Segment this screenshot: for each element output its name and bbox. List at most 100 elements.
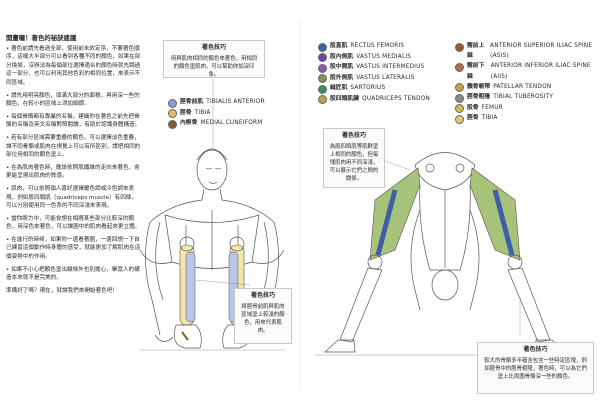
left-tibialis-anterior — [185, 251, 196, 323]
legend-en: VASTUS MEDIALIS — [356, 53, 412, 60]
intro-heading: 開畫囉！著色的祕訣建議 — [6, 34, 77, 42]
tip-title: 著色技巧 — [201, 44, 226, 51]
intro-paragraph: • 當你眼力中，可能會想在相應某些部分比較深的顏色，用深色來著色，可以讓圖中的肌… — [6, 215, 141, 231]
intro-paragraph: • 請先用明亮顏色，填滿大部分的面積，再用深一些的顏色，在較小的區域上添加細節。 — [6, 92, 140, 108]
color-swatch — [318, 53, 327, 62]
tip-body: 將脛骨前肌與肌肉區域塗上較淺的顏色，用來代表肌肉。 — [241, 304, 285, 334]
squat-figure-illustration — [139, 75, 285, 351]
intro-paragraph: • 每個骨骼都有專屬的名稱，建議你在著色之前先把骨骼的名稱及英文名稱對照閱讀，有… — [6, 113, 141, 129]
tip-title: 著色技巧 — [250, 292, 275, 299]
legend-zh: 髂前上棘 — [467, 43, 485, 60]
legend-zh: 股骨 — [467, 104, 479, 111]
color-swatch — [455, 42, 464, 52]
legend-zh: 股四頭肌腱 — [330, 95, 359, 102]
color-swatch — [318, 74, 327, 83]
legend-zh: 股內側肌 — [330, 53, 354, 60]
legend-en: TIBIA — [194, 109, 211, 116]
color-swatch — [455, 62, 464, 72]
legend-en: VASTUS LATERALIS — [356, 74, 415, 81]
intro-paragraph: • 在為肌肉著色時，應該依照肌纖維的走向來著色，會更能呈現出肌肉的質感。 — [6, 164, 140, 180]
legend-left: 脛骨前肌 TIBIALIS ANTERIOR 脛骨 TIBIA 內楔骨 MEDI… — [168, 97, 265, 129]
legend-zh: 脛骨前肌 — [180, 99, 204, 105]
color-swatch — [318, 84, 327, 94]
forward-fold-figure-illustration — [315, 152, 580, 356]
legend-item: 脛骨 TIBIA — [168, 108, 265, 118]
legend-zh: 內楔骨 — [180, 120, 198, 126]
legend-en: SARTORIUS — [350, 85, 386, 91]
legend-en: QUADRICEPS TENDON — [362, 95, 431, 102]
color-swatch — [318, 42, 327, 52]
tip-body: 用與肌肉相同的顏色來著色，用相同的顏色塗肌肉，可以幫助你加深印象。 — [170, 56, 258, 78]
tip-title: 著色技巧 — [523, 346, 548, 353]
intro-paragraph: • 著色前請先看過全部，使用前未依定序，不要著色順序，這樣大半部分可以看到各種不… — [6, 45, 141, 86]
legend-zh: 股外側肌 — [330, 74, 354, 81]
coloring-tip-box: 著色技巧 為股四頭肌等肌群塗上相同的顏色，但每塊肌肉用不同深淺，可以展示它們之間… — [323, 128, 385, 188]
color-swatch — [455, 114, 464, 124]
left-shin — [339, 267, 383, 343]
intro-text-column: 開畫囉！著色的祕訣建議 • 著色前請先看過全部，使用前未依定序，不要著色順序，這… — [6, 34, 142, 299]
color-swatch — [318, 63, 327, 73]
legend-en: FEMUR — [481, 104, 503, 111]
legend-zh: 脛骨 — [180, 109, 192, 116]
color-swatch — [168, 98, 177, 108]
left-foot — [173, 324, 202, 349]
intro-paragraph: • 若有部分區域需要重疊的顏色，可以選擇淡色重疊，讓不同骨骼或肌肉在視覺上可以有… — [6, 134, 141, 159]
color-swatch — [168, 109, 177, 118]
legend-en: TIBIAL TUBEROSITY — [493, 94, 554, 101]
coloring-tip-box: 著色技巧 用與肌肉相同的顏色來著色，用相同的顏色塗肌肉，可以幫助你加深印象。 — [163, 40, 265, 78]
legend-en: ANTERIOR SUPERIOR ILIAC SPINE (ASIS) — [490, 43, 593, 60]
color-swatch — [455, 93, 464, 103]
legend-zh: 髕骨韌帶 — [467, 83, 491, 90]
legend-zh: 脛骨 — [467, 115, 479, 122]
legend-en: ANTERIOR INFERIOR ILIAC SPINE (AIIS) — [490, 63, 591, 80]
legend-zh: 縫匠肌 — [330, 85, 348, 91]
legend-item: 內楔骨 MEDIAL CUNEIFORM — [168, 118, 265, 129]
intro-paragraph: • 肌肉，可以依照個人喜好選擇暖色調或冷色調來表現，例如股四頭肌（quadric… — [6, 185, 137, 210]
tip-body: 較大的骨骼多半蘊含包含一些特定區塊，例如脛骨中的脛骨粗隆，著色時，可以為它們塗上… — [484, 358, 587, 380]
left-rectus-femoris — [375, 189, 398, 256]
intro-paragraph: • 如果不小心把顏色塗出線條外也別擔心，畢竟人的構造本來就不是完美的。 — [6, 266, 140, 282]
tip-title: 著色技巧 — [341, 132, 366, 139]
tip-body: 為股四頭肌等肌群塗上相同的顏色，但每塊肌肉用不同深淺，可以展示它們之間的關係。 — [329, 144, 379, 182]
legend-zh: 脛骨粗隆 — [467, 94, 491, 101]
coloring-tip-box: 著色技巧 較大的骨骼多半蘊含包含一些特定區塊，例如脛骨中的脛骨粗隆，著色時，可以… — [477, 342, 594, 394]
legend-en: PATELLAR TENDON — [493, 83, 552, 90]
color-swatch — [455, 83, 464, 93]
legend-item: 髂前上棘 ANTERIOR SUPERIOR ILIAC SPINE (ASIS) — [455, 41, 597, 61]
legend-zh: 股中間肌 — [330, 64, 354, 70]
coloring-tip-box: 著色技巧 將脛骨前肌與肌肉區域塗上較淺的顏色，用來代表肌肉。 — [234, 288, 292, 344]
right-rectus-femoris — [492, 189, 515, 256]
legend-zh: 髂前下棘 — [467, 63, 485, 80]
legend-right: 髂前上棘 ANTERIOR SUPERIOR ILIAC SPINE (ASIS)… — [455, 41, 597, 124]
legend-item: 髂前下棘 ANTERIOR INFERIOR ILIAC SPINE (AIIS) — [455, 61, 597, 81]
color-swatch — [455, 104, 464, 114]
right-quadriceps — [469, 167, 521, 261]
folded-head — [431, 269, 459, 301]
legend-en: MEDIAL CUNEIFORM — [200, 120, 263, 126]
legend-en: TIBIALIS ANTERIOR — [206, 99, 265, 105]
legend-item: 脛骨前肌 TIBIALIS ANTERIOR — [168, 97, 265, 108]
legend-zh: 股直肌 — [330, 43, 348, 49]
right-shin — [507, 267, 551, 343]
pelvis — [414, 152, 476, 191]
intro-paragraph: 準備好了嗎？現在，就讓我們來開始著色吧！ — [6, 287, 118, 294]
legend-en: VASTUS INTERMEDIUS — [356, 64, 425, 70]
legend-en: RECTUS FEMORIS — [350, 43, 405, 49]
intro-paragraph: • 在進行的時候，如果你一邊看著圖，一邊回想一下自己練習這個動作時身體的感受，就… — [6, 236, 141, 261]
color-swatch — [168, 119, 177, 129]
legend-en: TIBIA — [481, 115, 498, 122]
color-swatch — [318, 95, 327, 104]
figure-head — [196, 149, 228, 191]
